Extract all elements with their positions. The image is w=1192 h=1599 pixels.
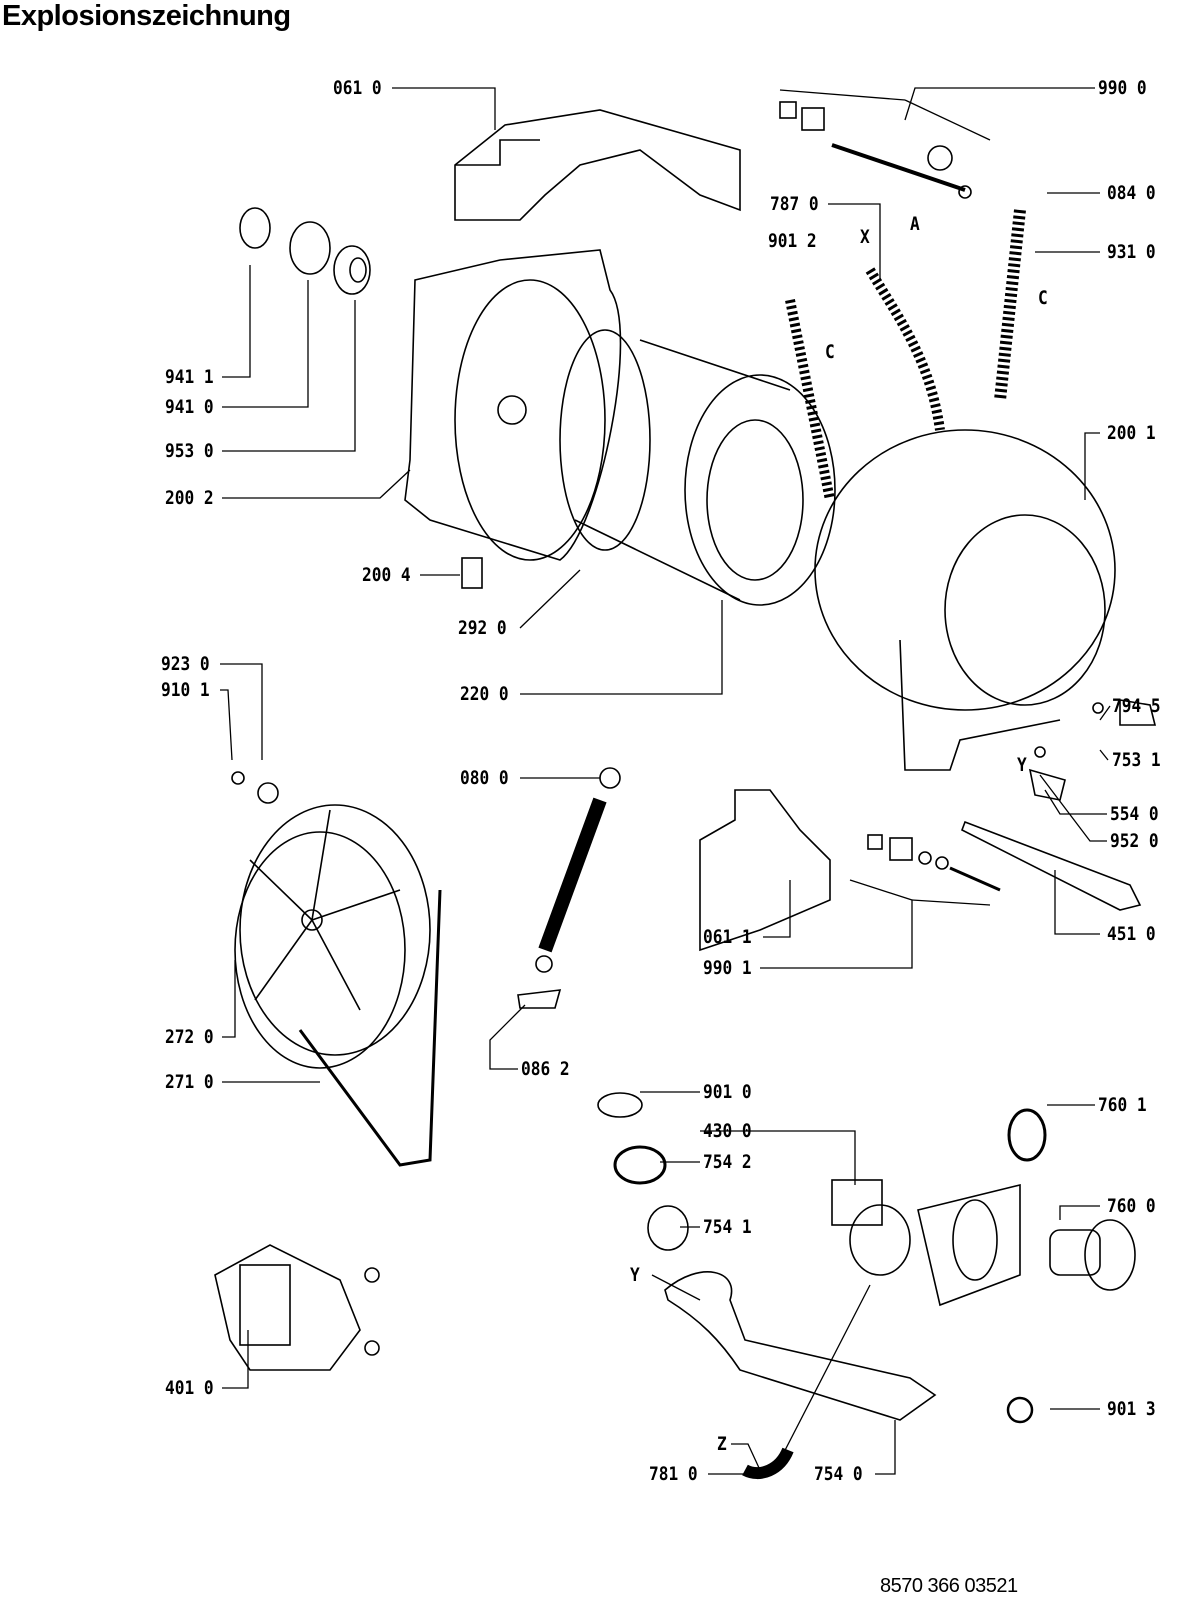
- part-label: 901 2: [768, 230, 817, 252]
- part-label: 923 0: [161, 653, 210, 675]
- part-086-2-bracket: [517, 989, 562, 1009]
- part-923-0-washer: [257, 782, 279, 804]
- part-label: 760 0: [1107, 1195, 1156, 1217]
- part-990-1-screws: [867, 834, 1001, 892]
- page-title: Explosionszeichnung: [2, 0, 291, 32]
- part-910-1-nut: [231, 771, 245, 785]
- part-781-0-hose: [742, 1447, 794, 1480]
- part-label: 220 0: [460, 683, 509, 705]
- part-label: 753 1: [1112, 749, 1161, 771]
- part-label: 931 0: [1107, 241, 1156, 263]
- part-label: 554 0: [1110, 803, 1159, 825]
- part-letter: Z: [717, 1433, 727, 1455]
- part-080-0-damper: [535, 767, 621, 973]
- part-061-0-cover: [454, 109, 741, 221]
- document-code: 8570 366 03521: [880, 1575, 1018, 1597]
- part-430-0-pump: [831, 1179, 1021, 1307]
- part-label: 061 1: [703, 926, 752, 948]
- part-letter: A: [910, 213, 920, 235]
- part-label: 086 2: [521, 1058, 570, 1080]
- part-label: 451 0: [1107, 923, 1156, 945]
- part-label: 430 0: [703, 1120, 752, 1142]
- leader-lines: [220, 87, 1111, 1475]
- part-label: 401 0: [165, 1377, 214, 1399]
- part-901-3-clamp: [1006, 1396, 1034, 1424]
- part-401-0-motor: [214, 1244, 380, 1371]
- part-bearings: [239, 207, 371, 295]
- part-label: 754 1: [703, 1216, 752, 1238]
- part-label: 200 1: [1107, 422, 1156, 444]
- part-label: 754 0: [814, 1463, 863, 1485]
- part-label: 941 1: [165, 366, 214, 388]
- part-label: 080 0: [460, 767, 509, 789]
- part-label: 760 1: [1098, 1094, 1147, 1116]
- part-label: 200 2: [165, 487, 214, 509]
- part-letter: Y: [630, 1264, 640, 1286]
- part-061-1-weight: [699, 789, 831, 952]
- part-label: 084 0: [1107, 182, 1156, 204]
- part-200-1-tub-front: [814, 429, 1116, 771]
- part-200-4-clip: [461, 557, 483, 589]
- part-label: 953 0: [165, 440, 214, 462]
- part-754-2-seal: [613, 1145, 667, 1185]
- part-451-0-heater: [960, 820, 1142, 911]
- part-label: 781 0: [649, 1463, 698, 1485]
- part-220-0-drum: [559, 329, 836, 606]
- part-272-0-pulley: [234, 804, 431, 1069]
- part-sensors: [1028, 699, 1157, 801]
- part-label: 901 0: [703, 1081, 752, 1103]
- part-760-1-ring: [1007, 1108, 1047, 1162]
- part-label: 292 0: [458, 617, 507, 639]
- part-754-1-ball: [647, 1205, 689, 1251]
- part-901-0-clamp: [597, 1092, 643, 1118]
- part-letter: Y: [1017, 754, 1027, 776]
- part-label: 952 0: [1110, 830, 1159, 852]
- part-271-0-belt: [298, 889, 442, 1167]
- part-label: 910 1: [161, 679, 210, 701]
- part-letter: C: [825, 341, 835, 363]
- part-label: 794 5: [1112, 695, 1161, 717]
- part-label: 787 0: [770, 193, 819, 215]
- part-754-0-hose: [664, 1271, 937, 1421]
- part-990-0-screws: [779, 101, 972, 199]
- part-200-2-tub-rear: [404, 249, 622, 561]
- part-label: 990 0: [1098, 77, 1147, 99]
- part-label: 272 0: [165, 1026, 214, 1048]
- part-label: 941 0: [165, 396, 214, 418]
- part-letter: C: [1038, 287, 1048, 309]
- part-label: 271 0: [165, 1071, 214, 1093]
- part-label: 061 0: [333, 77, 382, 99]
- part-springs: [785, 209, 1026, 501]
- part-label: 754 2: [703, 1151, 752, 1173]
- part-label: 901 3: [1107, 1398, 1156, 1420]
- part-760-0-filter: [1049, 1219, 1136, 1291]
- part-letter: X: [860, 226, 870, 248]
- part-label: 200 4: [362, 564, 411, 586]
- part-label: 990 1: [703, 957, 752, 979]
